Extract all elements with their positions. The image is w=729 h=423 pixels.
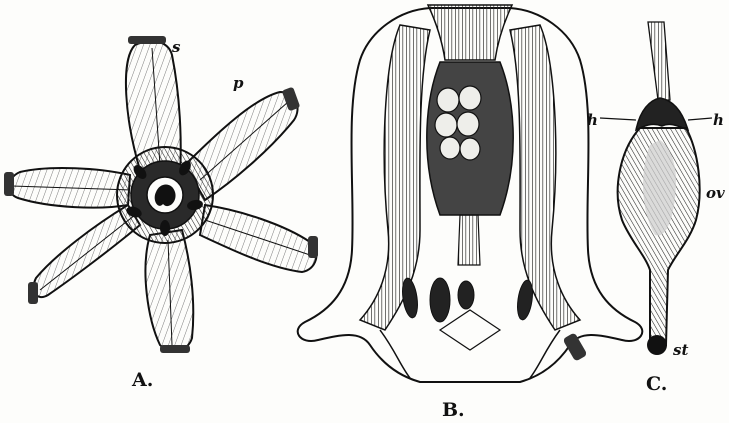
- panel-b-flower-section: [298, 5, 643, 382]
- ovules-cluster: [435, 86, 481, 160]
- label-p: p: [233, 74, 244, 92]
- stigma: [647, 335, 667, 355]
- petal-right: [200, 205, 318, 272]
- petal-left: [4, 168, 130, 208]
- caption-a: A.: [131, 369, 153, 391]
- caption-b: B.: [442, 399, 465, 421]
- panel-a-flower-top-view: [4, 36, 318, 353]
- label-ov: ov: [706, 184, 725, 202]
- label-st: st: [673, 341, 688, 359]
- panel-c-pistil: [600, 22, 712, 355]
- label-h-right: h: [713, 111, 724, 129]
- label-s: s: [172, 38, 181, 56]
- petal-bottom: [145, 230, 193, 353]
- label-h-left: h: [587, 111, 598, 129]
- sepal-tip-top: [128, 36, 166, 44]
- caption-c: C.: [646, 373, 667, 395]
